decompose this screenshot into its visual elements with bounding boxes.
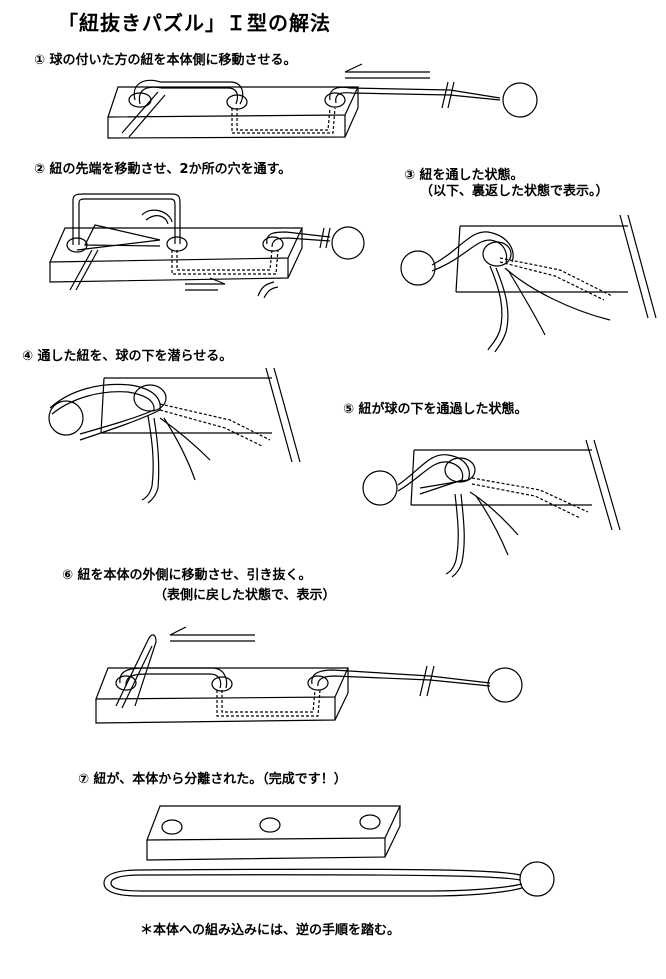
step-4-caption: ④ 通した紐を、球の下を潜らせる。 [22, 349, 233, 364]
direction-arrow [185, 277, 226, 291]
step-1-figure [107, 63, 538, 139]
ball [331, 226, 365, 260]
step-1-caption: ① 球の付いた方の紐を本体側に移動させる。 [34, 53, 297, 68]
step-3-note: （以下、裏返した状態で表示。） [420, 184, 609, 199]
puzzle-body [95, 667, 349, 724]
hole [259, 817, 281, 833]
step-6-figure [95, 626, 523, 724]
hole [307, 675, 329, 691]
puzzle-body [49, 227, 303, 283]
string-loop [103, 868, 523, 897]
direction-arrow [169, 626, 255, 642]
ball [487, 667, 523, 703]
ball [519, 861, 555, 897]
hole [444, 457, 476, 483]
ball [48, 400, 84, 436]
hole [115, 675, 137, 691]
step-7-caption: ⑦ 紐が、本体から分離された。（完成です！） [78, 772, 347, 787]
hole [359, 814, 381, 830]
ball [502, 82, 538, 118]
hole [211, 676, 233, 692]
hole [324, 92, 346, 108]
page-title: 「紐抜きパズル」Ｉ型の解法 [58, 11, 331, 35]
footnote: ＊本体への組み込みには、逆の手順を踏む。 [140, 923, 401, 938]
direction-arrow [344, 63, 430, 79]
step-3-figure [400, 214, 657, 353]
puzzle-body [146, 805, 401, 861]
step-6-caption: ⑥ 紐を本体の外側に移動させ、引き抜く。 [62, 568, 312, 583]
hole [133, 384, 167, 412]
hole [166, 236, 188, 252]
puzzle-body [107, 86, 359, 139]
step-5-caption: ⑤ 紐が球の下を通過した状態。 [343, 402, 528, 417]
step-3-caption: ③ 紐を通した状態。 [404, 168, 524, 183]
step-2-caption: ② 紐の先端を移動させ、2か所の穴を通す。 [34, 162, 292, 177]
step-6-note: （表側に戻した状態で、表示） [154, 588, 336, 603]
step-4-figure [48, 367, 301, 504]
step-5-figure [362, 439, 621, 578]
step-7-figure [103, 805, 555, 897]
hole [161, 819, 183, 835]
step-2-figure [49, 193, 365, 299]
ball [400, 250, 436, 286]
hole [262, 236, 284, 252]
ball [362, 470, 398, 506]
